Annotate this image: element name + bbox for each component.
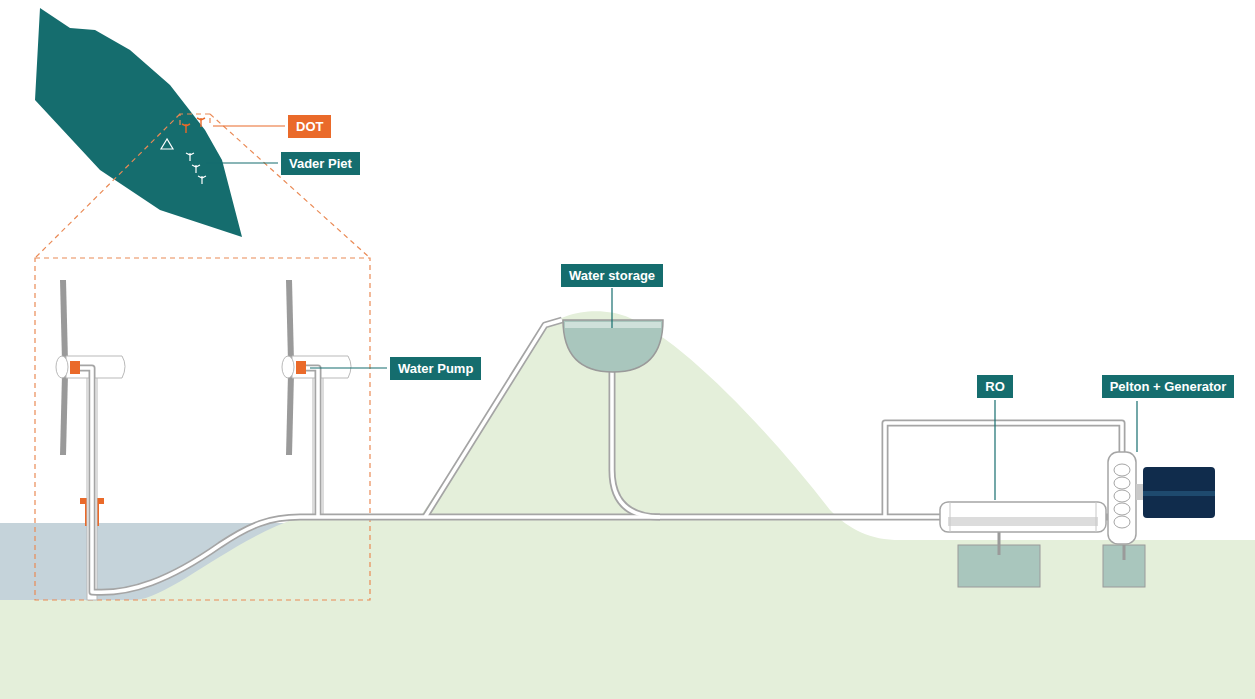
tag-text: Water storage — [569, 268, 655, 283]
dot-turbine-symbols — [182, 118, 205, 133]
callout-tag: Pelton + Generator — [1102, 375, 1235, 398]
tag-text: Pelton + Generator — [1110, 379, 1227, 394]
tag-text: Vader Piet — [289, 156, 352, 171]
storage-basin — [563, 320, 663, 372]
water-surface — [565, 322, 661, 328]
tag-text: Water Pump — [398, 361, 473, 376]
wind-turbine — [282, 280, 351, 517]
callout-tag: RO — [977, 375, 1013, 398]
map — [35, 8, 242, 237]
pipes — [80, 320, 1122, 592]
callout-tag: Water storage — [561, 264, 663, 287]
generator — [1143, 467, 1215, 518]
triangle-symbol — [161, 139, 173, 149]
tag-text: DOT — [296, 119, 323, 134]
land — [0, 311, 1255, 699]
callout-tag: Water Pump — [390, 357, 481, 380]
callout-tag: Vader Piet — [281, 152, 360, 175]
pelton-turbine — [1108, 452, 1144, 544]
callout-tag: DOT — [288, 115, 331, 138]
leader-lines — [206, 126, 1137, 500]
ro-vessel — [940, 502, 1106, 532]
tag-text: RO — [985, 379, 1005, 394]
turbine-symbols — [186, 153, 206, 184]
zoom-frame — [35, 114, 370, 600]
drain-pipes — [999, 530, 1124, 560]
